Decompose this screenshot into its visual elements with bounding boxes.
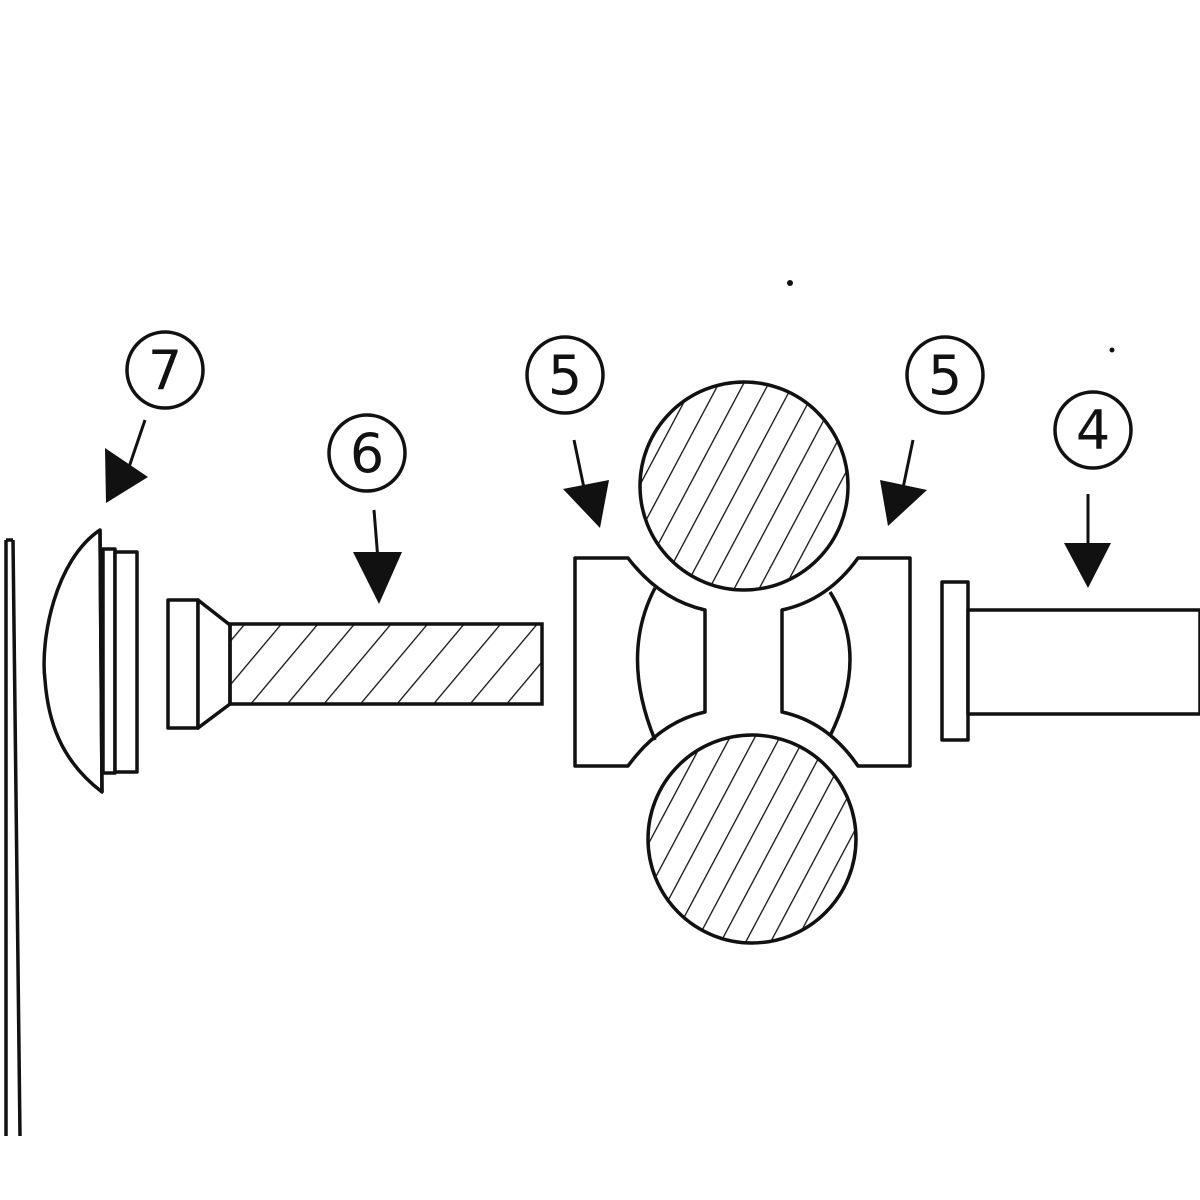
arrow-5-left-icon — [563, 480, 609, 528]
part-5-right-clamp — [780, 556, 912, 768]
arrow-5-right-icon — [880, 480, 927, 526]
part-4-bushing — [940, 580, 1200, 742]
callout-6-label: 6 — [350, 422, 384, 485]
callout-5-left: 5 — [525, 335, 609, 528]
part-5-left-clamp — [573, 556, 707, 768]
callout-5-right-label: 5 — [928, 344, 962, 407]
callout-7-label: 7 — [148, 339, 182, 402]
arrow-6-icon — [353, 552, 402, 604]
rod-section-top — [638, 380, 850, 592]
arrow-4-icon — [1064, 543, 1111, 588]
mounting-wall — [4, 538, 22, 1137]
callout-5-left-label: 5 — [548, 344, 582, 407]
stray-dot — [787, 280, 793, 286]
callout-6: 6 — [327, 413, 407, 604]
arrow-7-icon — [105, 448, 148, 503]
stray-dot — [1109, 347, 1115, 353]
rod-section-bottom — [646, 733, 858, 945]
part-6-screw — [166, 598, 544, 730]
callout-4-label: 4 — [1076, 399, 1110, 462]
callout-7: 7 — [105, 330, 205, 503]
part-7-dome-cap — [42, 528, 139, 794]
callout-4: 4 — [1053, 390, 1133, 588]
callout-5-right: 5 — [880, 335, 985, 526]
